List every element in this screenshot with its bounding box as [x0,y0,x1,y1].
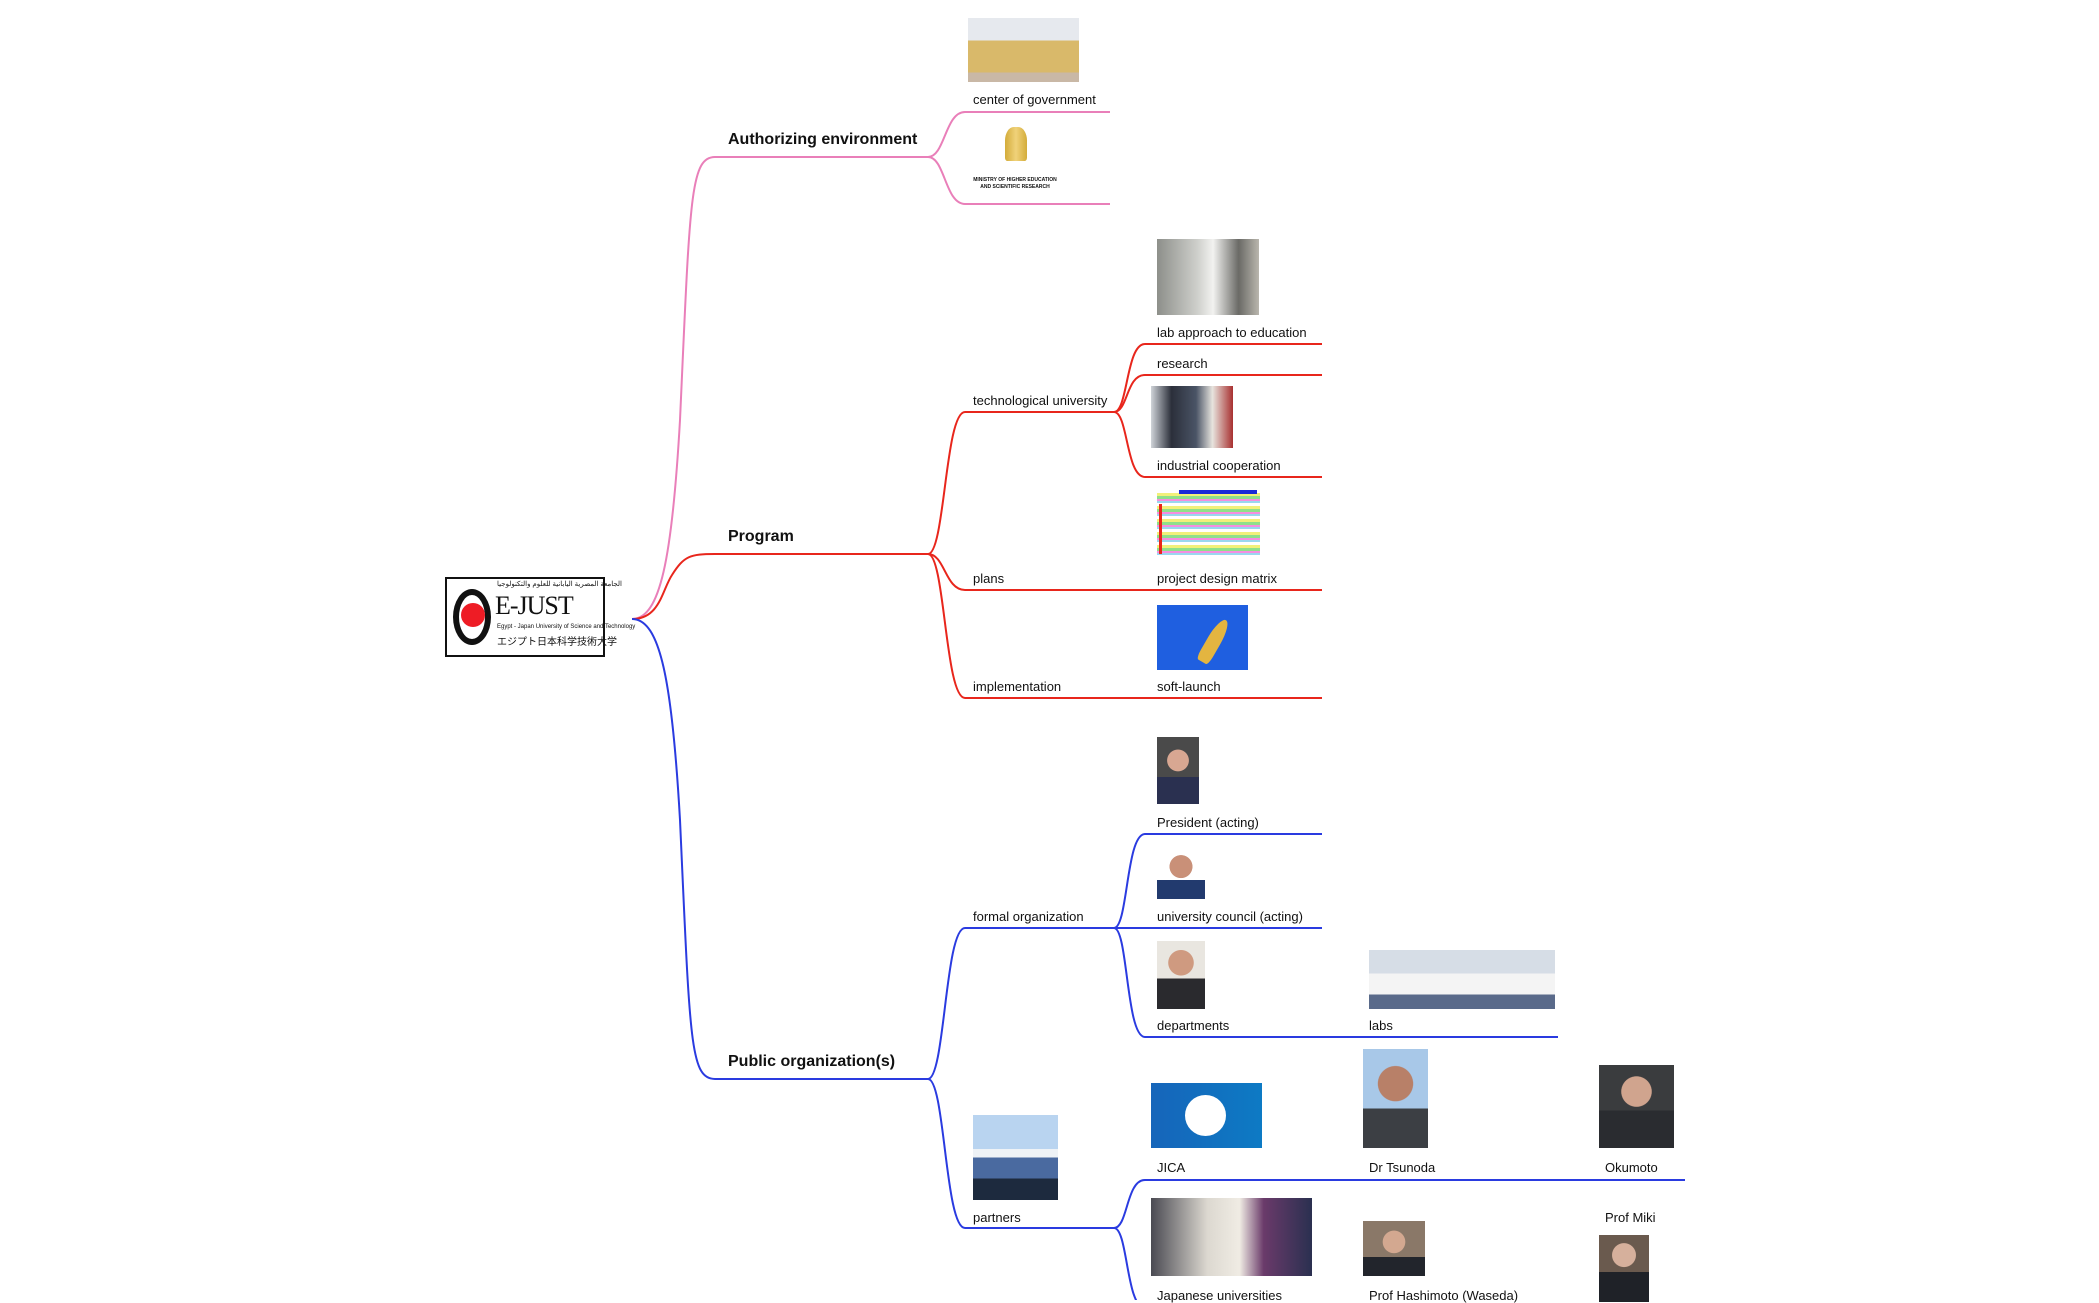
node-public-organizations[interactable]: Public organization(s) [728,1053,896,1070]
machine-photo [1151,386,1233,448]
logo-red-dot [461,603,485,627]
logo-emblem-icon [453,589,491,645]
connector-program [631,553,928,620]
lab-photo [1157,239,1259,315]
node-soft-launch[interactable]: soft-launch [1157,679,1221,694]
dr-tsunoda-portrait [1363,1049,1428,1148]
connector-center-of-government [927,111,1110,158]
japanese-universities-collage [1151,1198,1312,1276]
node-university-council-acting[interactable]: university council (acting) [1157,909,1303,924]
connector-partners [927,1078,1114,1229]
node-jica[interactable]: JICA [1157,1160,1186,1175]
ministry-logo-text: MINISTRY OF HIGHER EDUCATION AND SCIENTI… [973,177,1057,190]
node-president-acting[interactable]: President (acting) [1157,815,1259,830]
node-okumoto[interactable]: Okumoto [1605,1160,1658,1175]
node-prof-miki[interactable]: Prof Miki [1605,1210,1656,1225]
rocket-icon [1195,616,1233,666]
arrow-right-icon [1179,490,1257,494]
president-portrait [1157,737,1199,804]
node-labs[interactable]: labs [1369,1018,1393,1033]
node-industrial-cooperation[interactable]: industrial cooperation [1157,458,1281,473]
presidential-palace-photo [968,18,1079,82]
node-program[interactable]: Program [728,528,794,545]
connector-jica [1113,1179,1685,1229]
connector-research [1113,374,1322,413]
connector-public [631,618,928,1080]
departments-portrait [1157,941,1205,1009]
node-implementation[interactable]: implementation [973,679,1062,694]
prof-hashimoto-portrait [1363,1221,1425,1276]
node-prof-hashimoto-waseda[interactable]: Prof Hashimoto (Waseda) [1369,1288,1519,1303]
jica-logo [1151,1083,1262,1148]
connector-japanese-universities [1113,1227,1138,1300]
ministry-of-higher-education-logo: MINISTRY OF HIGHER EDUCATION AND SCIENTI… [968,125,1062,197]
node-research[interactable]: research [1157,356,1208,371]
soft-launch-rocket-image [1157,605,1248,670]
logo-japanese: エジプト日本科学技術大学 [497,637,617,648]
eagle-emblem-icon [1005,127,1027,161]
node-dr-tsunoda[interactable]: Dr Tsunoda [1369,1160,1436,1175]
connector-authorizing [631,156,928,620]
project-design-matrix-image [1157,490,1260,556]
okumoto-portrait [1599,1065,1674,1148]
node-plans[interactable]: plans [973,571,1005,586]
node-formal-organization[interactable]: formal organization [973,909,1084,924]
connector-plans [927,553,1322,591]
council-portrait [1157,845,1205,899]
logo-subtitle: Egypt - Japan University of Science and … [497,624,636,630]
node-project-design-matrix[interactable]: project design matrix [1157,571,1277,586]
prof-miki-portrait [1599,1235,1649,1302]
connector-ministry [927,156,1110,205]
connector-industrial [1113,411,1322,478]
node-authorizing-environment[interactable]: Authorizing environment [728,131,918,148]
jica-circle-icon [1185,1095,1226,1136]
node-center-of-government[interactable]: center of government [973,92,1096,107]
mount-fuji-photo [973,1115,1058,1200]
labs-group-photo [1369,950,1555,1009]
logo-name: E-JUST [495,591,574,620]
connector-departments [1113,927,1558,1038]
root-node-ejust-logo[interactable]: الجامعة المصرية اليابانية للعلوم والتكنو… [445,577,635,657]
connector-president [1113,833,1322,929]
connector-lab [1113,343,1322,413]
logo-arabic: الجامعة المصرية اليابانية للعلوم والتكنو… [497,581,622,588]
connector-formal [927,927,1114,1080]
node-japanese-universities[interactable]: Japanese universities [1157,1288,1283,1303]
connector-tech-university [927,411,1114,555]
node-technological-university[interactable]: technological university [973,393,1108,408]
node-partners[interactable]: partners [973,1210,1021,1225]
node-departments[interactable]: departments [1157,1018,1230,1033]
connector-implementation [927,553,1322,699]
arrow-down-icon [1159,504,1162,554]
node-lab-approach-to-education[interactable]: lab approach to education [1157,325,1307,340]
